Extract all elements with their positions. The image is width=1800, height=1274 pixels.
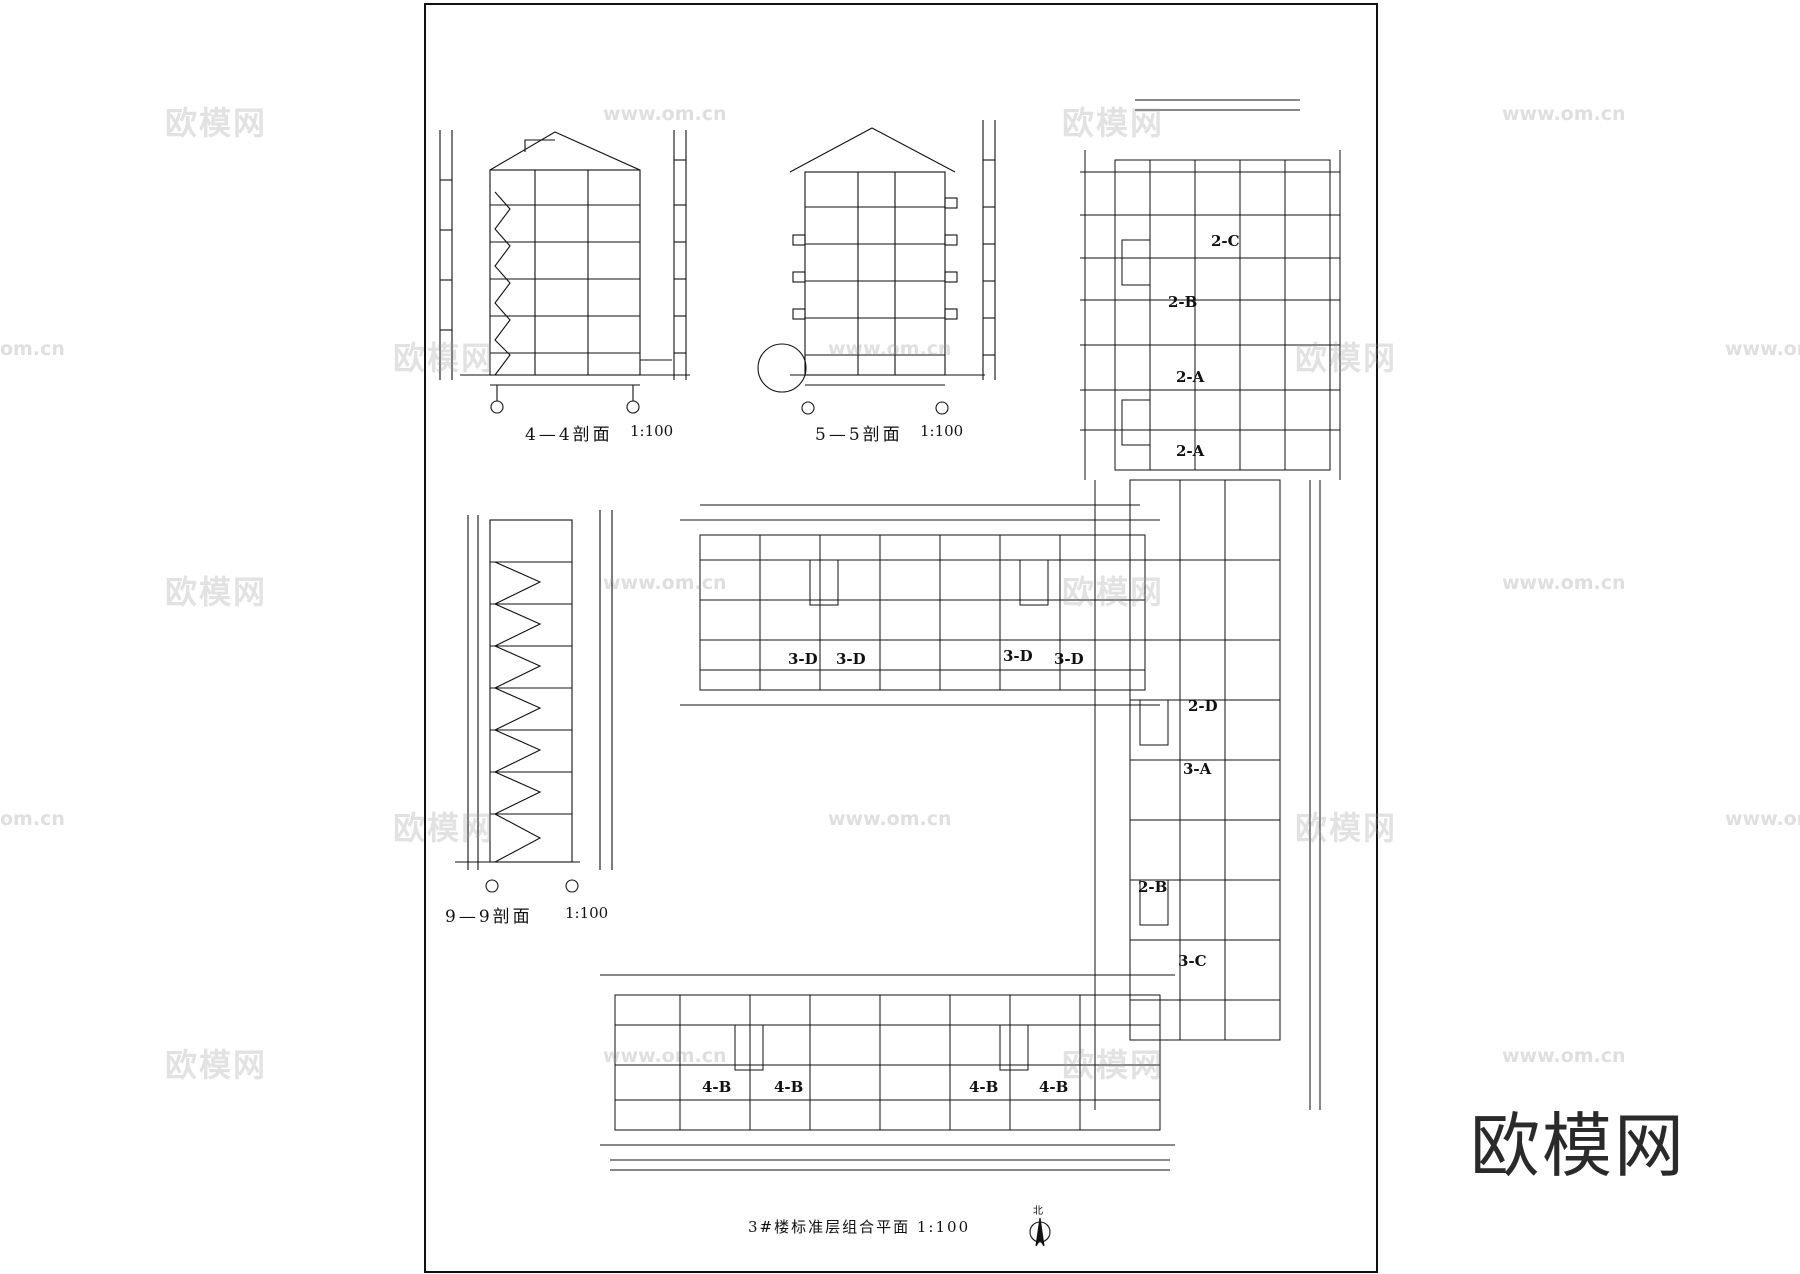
unit-label: 3-A [1183, 760, 1212, 778]
unit-label: 3-D [836, 650, 866, 668]
watermark-url: www.om.cn [828, 338, 952, 360]
watermark-brand: 欧模网 [165, 573, 268, 611]
watermark-brand: 欧模网 [393, 809, 496, 847]
watermark-url: www.om.cn [1725, 808, 1800, 830]
plan-bottom-wing [600, 974, 1175, 1171]
section-scale-5-5: 1:100 [920, 422, 964, 440]
watermark-brand: 欧模网 [1295, 339, 1398, 377]
unit-label: 2-A [1176, 442, 1205, 460]
watermark-brand: 欧模网 [1062, 1046, 1165, 1084]
watermark-brand: 欧模网 [1295, 809, 1398, 847]
section-scale-9-9: 1:100 [565, 904, 609, 922]
watermark-brand: 欧模网 [165, 1046, 268, 1084]
watermark-brand: 欧模网 [1062, 573, 1165, 611]
watermark-url: www.om.cn [603, 103, 727, 125]
watermark-url: www.om.cn [1502, 103, 1626, 125]
section-9-9 [455, 510, 613, 893]
unit-label: 4-B [1039, 1078, 1069, 1096]
section-title-5-5: 5—5剖面 [815, 425, 903, 445]
watermark-url: www.om.cn [603, 572, 727, 594]
plan-right-wing-lower [1094, 479, 1321, 1110]
section-5-5 [757, 120, 996, 415]
north-label: 北 [1033, 1206, 1043, 1217]
watermark-url: www.om.cn [603, 1045, 727, 1067]
watermark-url: www.om.cn [1502, 572, 1626, 594]
plan-middle-wing [680, 504, 1160, 706]
sheet-border [424, 3, 1378, 1273]
unit-label: 3-D [1003, 647, 1033, 665]
unit-label: 3-D [1054, 650, 1084, 668]
section-scale-4-4: 1:100 [630, 422, 674, 440]
section-title-9-9: 9—9剖面 [445, 907, 533, 927]
section-title-4-4: 4—4剖面 [525, 425, 613, 445]
north-arrow-icon [1029, 1217, 1051, 1247]
brand-logo-text: 欧模网 [1470, 1105, 1686, 1187]
unit-label: 3-D [788, 650, 818, 668]
watermark-url: www.om.cn [1502, 1045, 1626, 1067]
unit-label: 4-B [702, 1078, 732, 1096]
watermark-url: om.cn [0, 338, 65, 360]
plan-title: 3#楼标准层组合平面 1:100 [748, 1218, 971, 1236]
watermark-url: om.cn [0, 808, 65, 830]
watermark-url: www.om.cn [1725, 338, 1800, 360]
section-4-4 [439, 130, 690, 414]
watermark-brand: 欧模网 [1062, 104, 1165, 142]
unit-label: 2-B [1138, 878, 1168, 896]
watermark-brand: 欧模网 [165, 104, 268, 142]
unit-label: 2-B [1168, 293, 1198, 311]
unit-label: 2-C [1211, 232, 1240, 250]
watermark-url: www.om.cn [828, 808, 952, 830]
unit-label: 2-D [1188, 697, 1218, 715]
unit-label: 2-A [1176, 368, 1205, 386]
unit-label: 3-C [1178, 952, 1207, 970]
unit-label: 4-B [969, 1078, 999, 1096]
watermark-brand: 欧模网 [393, 339, 496, 377]
unit-label: 4-B [774, 1078, 804, 1096]
plan-right-wing [1080, 99, 1341, 480]
